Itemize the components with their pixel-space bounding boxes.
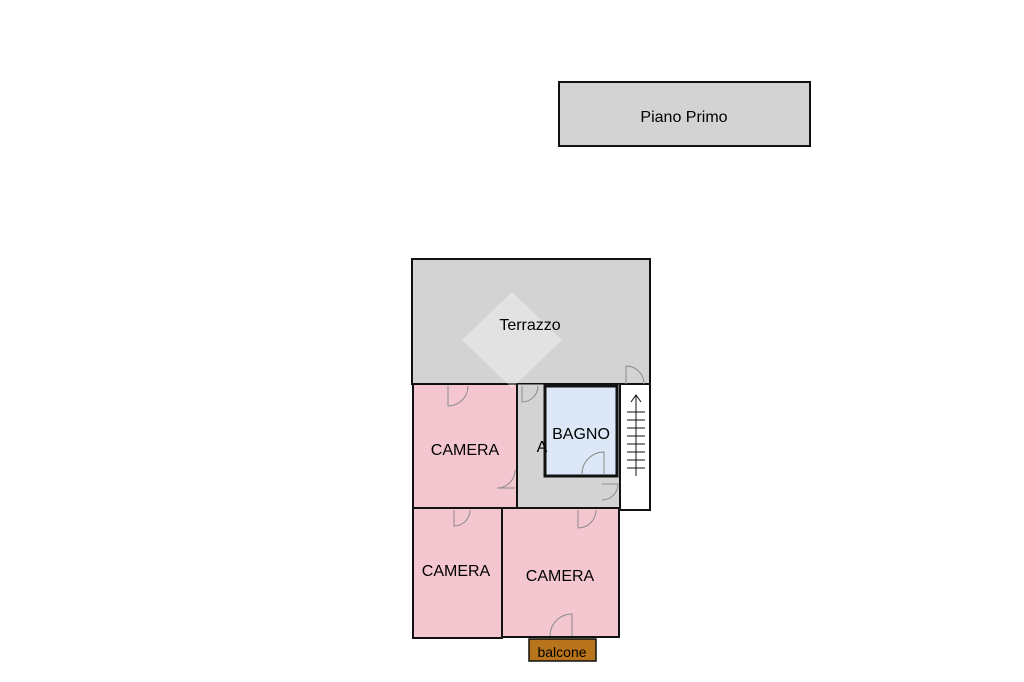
bedroom-top-label: CAMERA [430, 442, 500, 459]
balcony-label: balcone [537, 644, 587, 660]
bedroom-bottom-right-label: CAMERA [525, 568, 595, 585]
stairs-area [619, 383, 651, 511]
terrace-label: Terrazzo [499, 317, 561, 334]
door-arcs [447, 365, 645, 637]
bathroom-area [543, 384, 619, 478]
floor-title-box [558, 81, 811, 147]
bedroom-bottom-left [412, 507, 503, 639]
house-watermark-icon [462, 292, 562, 388]
corridor-label: A [536, 439, 548, 456]
bedroom-bottom-left-label: CAMERA [421, 563, 491, 580]
stairs-up-arrow-icon [627, 394, 645, 476]
floor-title: Piano Primo [640, 109, 728, 126]
bedroom-bottom-right [501, 507, 620, 638]
bathroom-label: BAGNO [552, 426, 610, 443]
balcony-area [528, 638, 597, 662]
